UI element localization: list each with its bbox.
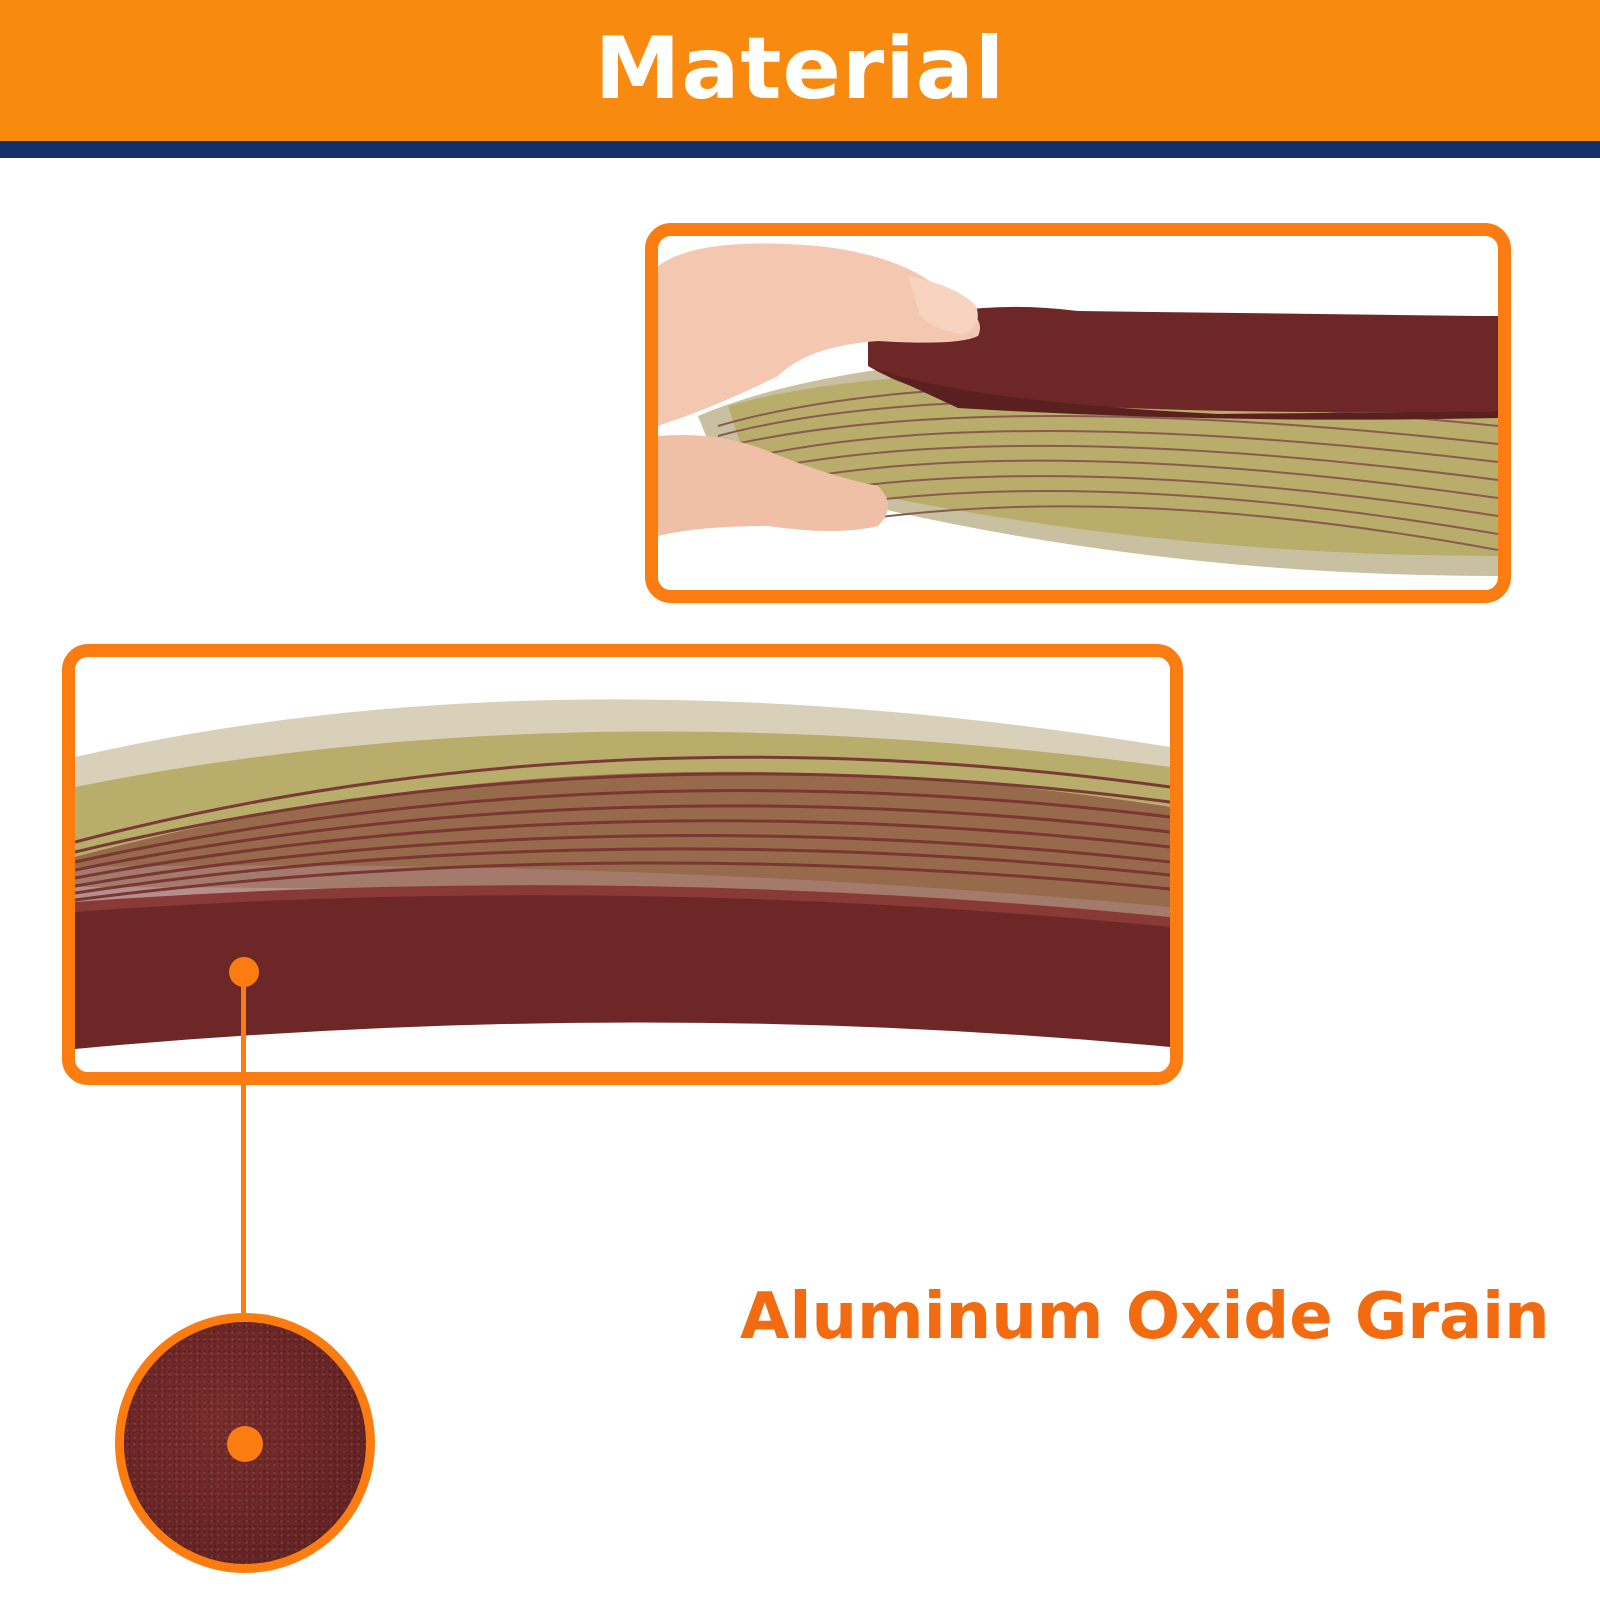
photo-belts-closeup (62, 644, 1183, 1085)
callout-end-dot (227, 1426, 263, 1462)
sanding-belts-stack-image (658, 236, 1498, 590)
page-title: Material (594, 18, 1006, 119)
belt-edge-closeup-image (75, 657, 1170, 1072)
header-banner: Material (0, 0, 1600, 141)
header-divider (0, 141, 1600, 158)
grain-magnifier-circle (115, 1313, 375, 1573)
photo-hand-holding-belts (645, 223, 1511, 603)
callout-anchor-dot (229, 957, 259, 987)
callout-connector-line (241, 968, 246, 1442)
grain-caption: Aluminum Oxide Grain (740, 1280, 1550, 1354)
